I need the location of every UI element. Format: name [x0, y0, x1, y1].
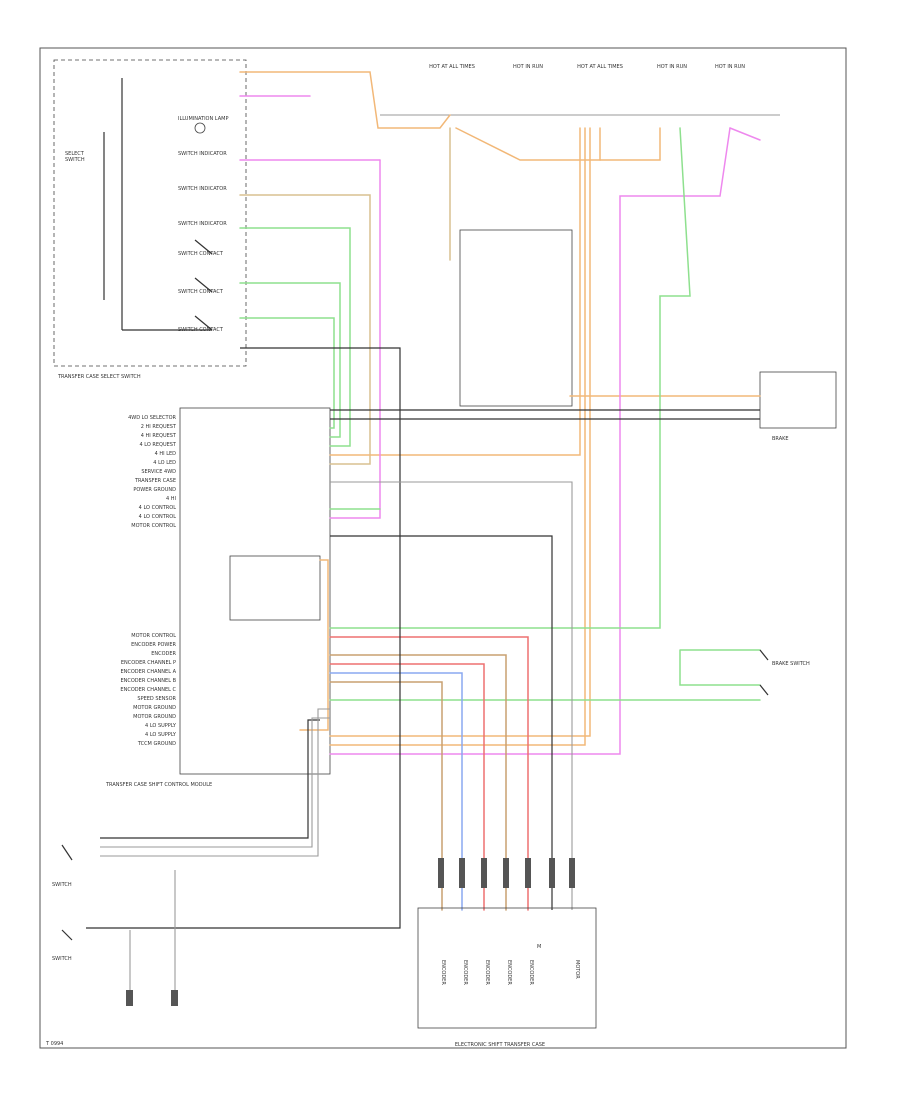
lower-pin-11: 4 LO SUPPLY	[145, 732, 177, 738]
upper-pin-3: 4 LO REQUEST	[139, 442, 176, 448]
selector-label-3: SWITCH INDICATOR	[178, 221, 227, 227]
select-switch-label: TRANSFER CASE SELECT SWITCH	[57, 374, 141, 380]
svg-text:SWITCH: SWITCH	[52, 882, 72, 888]
tc-term-6: MOTOR	[574, 960, 580, 979]
upper-pin-11: 4 LO CONTROL	[139, 514, 177, 520]
upper-pin-10: 4 LO CONTROL	[139, 505, 177, 511]
lower-pin-9: MOTOR GROUND	[133, 714, 176, 720]
footer-code: T 0994	[45, 1041, 63, 1047]
lower-pin-7: SPEED SENSOR	[137, 696, 176, 702]
svg-text:BRAKE: BRAKE	[772, 436, 789, 442]
selector-label-6: SWITCH CONTACT	[178, 327, 224, 333]
module-upper-pins: 4WD LO SELECTOR 2 HI REQUEST 4 HI REQUES…	[128, 415, 177, 529]
fuse-label-2: HOT AT ALL TIMES	[577, 64, 623, 70]
lower-pin-6: ENCODER CHANNEL C	[120, 687, 176, 693]
fuse-label-1: HOT IN RUN	[513, 64, 543, 70]
lower-pin-3: ENCODER CHANNEL P	[121, 660, 176, 666]
tc-term-1: ENCODER	[462, 960, 468, 985]
upper-pin-6: SERVICE 4WD	[141, 469, 176, 475]
svg-text:SWITCH: SWITCH	[65, 157, 85, 163]
svg-text:SELECT: SELECT	[65, 151, 85, 157]
lower-pin-8: MOTOR GROUND	[133, 705, 176, 711]
svg-text:SWITCH: SWITCH	[52, 956, 72, 962]
tc-term-2: ENCODER	[484, 960, 490, 985]
selector-label-2: SWITCH INDICATOR	[178, 186, 227, 192]
upper-pin-0: 4WD LO SELECTOR	[128, 415, 176, 421]
lower-pin-2: ENCODER	[151, 651, 176, 657]
lower-pin-12: TCCM GROUND	[137, 741, 176, 747]
fuse-label-3: HOT IN RUN	[657, 64, 687, 70]
control-module-label: TRANSFER CASE SHIFT CONTROL MODULE	[105, 782, 212, 788]
connector-pins	[126, 858, 575, 1006]
select-switch-module: TRANSFER CASE SELECT SWITCH SELECT SWITC…	[53, 59, 247, 380]
upper-pin-4: 4 HI LED	[155, 451, 177, 457]
fuse-label-0: HOT AT ALL TIMES	[429, 64, 475, 70]
upper-pin-9: 4 HI	[166, 496, 176, 502]
bottom-left-switches: SWITCH SWITCH	[52, 844, 73, 962]
wires	[86, 71, 761, 1000]
diagram-frame	[39, 47, 847, 1049]
lower-pin-0: MOTOR CONTROL	[131, 633, 176, 639]
transfer-case-label: ELECTRONIC SHIFT TRANSFER CASE	[455, 1042, 545, 1048]
brake-switch-label: BRAKE SWITCH	[772, 661, 810, 667]
upper-pin-2: 4 HI REQUEST	[141, 433, 177, 439]
tc-term-4: ENCODER	[528, 960, 534, 985]
module-lower-pins: MOTOR CONTROL ENCODER POWER ENCODER ENCO…	[120, 633, 177, 747]
brake-switch: BRAKE SWITCH	[759, 649, 810, 696]
tc-term-0: ENCODER	[440, 960, 446, 985]
tc-term-3: ENCODER	[506, 960, 512, 985]
lower-pin-10: 4 LO SUPPLY	[145, 723, 177, 729]
fuse-block: HOT AT ALL TIMES HOT IN RUN HOT AT ALL T…	[380, 64, 837, 442]
upper-pin-8: POWER GROUND	[133, 487, 176, 493]
upper-pin-5: 4 LO LED	[153, 460, 176, 466]
selector-label-4: SWITCH CONTACT	[178, 251, 224, 257]
tc-term-5: M	[537, 944, 541, 950]
lower-pin-4: ENCODER CHANNEL A	[120, 669, 176, 675]
upper-pin-12: MOTOR CONTROL	[131, 523, 176, 529]
selector-label-0: ILLUMINATION LAMP	[178, 116, 228, 122]
upper-pin-1: 2 HI REQUEST	[141, 424, 177, 430]
fuse-label-4: HOT IN RUN	[715, 64, 745, 70]
selector-label-5: SWITCH CONTACT	[178, 289, 224, 295]
lower-pin-1: ENCODER POWER	[131, 642, 176, 648]
transfer-case: ELECTRONIC SHIFT TRANSFER CASE ENCODER E…	[417, 907, 597, 1048]
selector-label-1: SWITCH INDICATOR	[178, 151, 227, 157]
lower-pin-5: ENCODER CHANNEL B	[120, 678, 176, 684]
control-module: TRANSFER CASE SHIFT CONTROL MODULE	[105, 407, 331, 788]
selector-row-labels: ILLUMINATION LAMP SWITCH INDICATOR SWITC…	[178, 116, 228, 333]
upper-pin-7: TRANSFER CASE	[134, 478, 176, 484]
